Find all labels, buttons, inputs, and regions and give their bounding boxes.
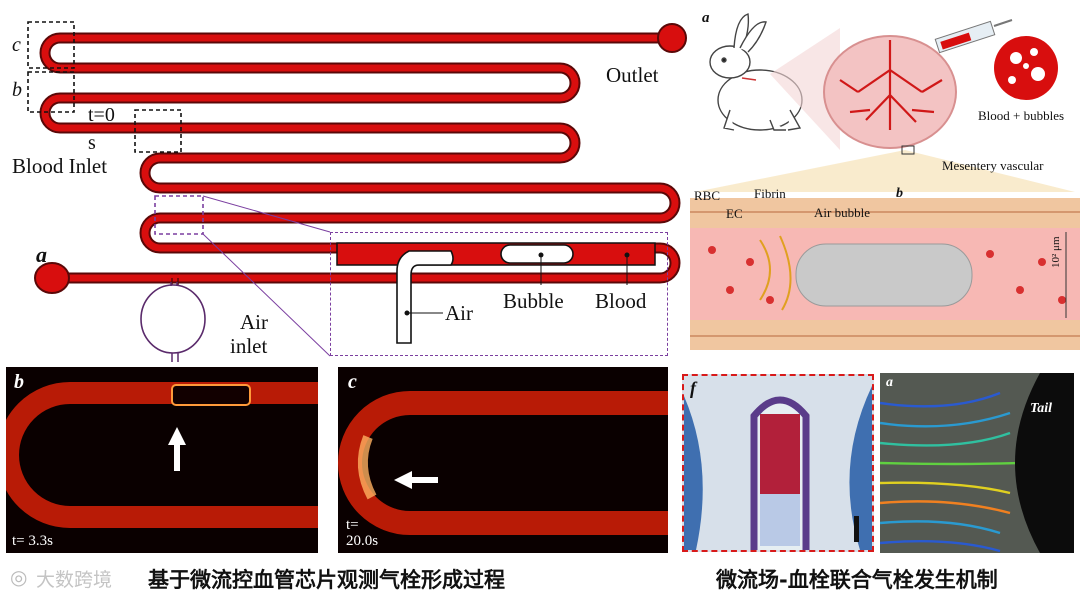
- rabbit-label-a: a: [702, 10, 710, 27]
- caption-left: 基于微流控血管芯片观测气栓形成过程: [148, 564, 505, 594]
- arrow-up-icon: [168, 427, 186, 471]
- photo-b-time: t= 3.3s: [12, 533, 53, 549]
- watermark-logo-icon: ◎: [10, 565, 27, 589]
- photo-c-time-line2: 20.0s: [346, 533, 378, 549]
- micrograph-c: c t= 20.0s: [338, 367, 668, 553]
- chip-panel-label-a: a: [36, 242, 47, 268]
- chip-label-c: c: [12, 34, 21, 57]
- rabbit-label-b: b: [896, 186, 903, 202]
- blood-inlet-label: Blood Inlet: [12, 154, 107, 179]
- histology-image-f: f: [682, 374, 874, 552]
- inset-blood-label: Blood: [595, 289, 646, 314]
- photo-f-label: f: [690, 378, 696, 399]
- outlet-label: Outlet: [606, 63, 659, 88]
- inset-bubble: [501, 245, 573, 263]
- photo-c-label: c: [348, 371, 357, 394]
- photo-b-label: b: [14, 371, 24, 394]
- t0-label-line2: s: [88, 132, 96, 155]
- thrombus-pale: [760, 494, 800, 546]
- inset-air-plug: [397, 251, 453, 343]
- outlet-reservoir: [658, 24, 686, 52]
- fibrin-label: Fibrin: [754, 186, 786, 202]
- caption-right: 微流场-血栓联合气栓发生机制: [716, 564, 998, 594]
- inset-blood-channel: [337, 243, 655, 265]
- air-inlet-label-line2: inlet: [230, 334, 267, 359]
- mesentery-label: Mesentery vascular: [942, 158, 1043, 174]
- photo-c-time-line1: t=: [346, 517, 359, 533]
- micrograph-b: b t= 3.3s: [6, 367, 318, 553]
- ec-label: EC: [726, 206, 743, 222]
- junction-inset: Air Bubble Blood: [330, 232, 668, 356]
- rabbit-mesentery-panel: a Blood + bubbles Mesentery vascular b R…: [690, 0, 1080, 362]
- inset-bubble-label: Bubble: [503, 289, 564, 314]
- flow-field-image: a Tail: [880, 373, 1074, 553]
- t0-label-line1: t=0: [88, 104, 115, 127]
- air-inlet-label-line1: Air: [240, 310, 268, 335]
- scale-label: 10² μm: [1050, 236, 1062, 268]
- flow-label-a: a: [886, 375, 893, 391]
- syringe-illustration: [935, 20, 1012, 53]
- chip-label-b: b: [12, 79, 22, 102]
- air-inlet-reservoir: [138, 282, 212, 360]
- bubble-in-channel: [172, 385, 250, 405]
- thrombus-rbc: [760, 414, 800, 494]
- blood-bubbles-label: Blood + bubbles: [978, 108, 1064, 124]
- watermark-text: 大数跨境: [36, 565, 112, 592]
- rbc-label: RBC: [694, 188, 720, 204]
- vessel-air-bubble: [796, 244, 972, 306]
- arrow-left-icon: [394, 471, 438, 489]
- scale-bar: [854, 516, 859, 542]
- tail-label: Tail: [1030, 401, 1052, 417]
- inset-air-label: Air: [445, 301, 473, 326]
- air-bubble-label: Air bubble: [814, 205, 870, 221]
